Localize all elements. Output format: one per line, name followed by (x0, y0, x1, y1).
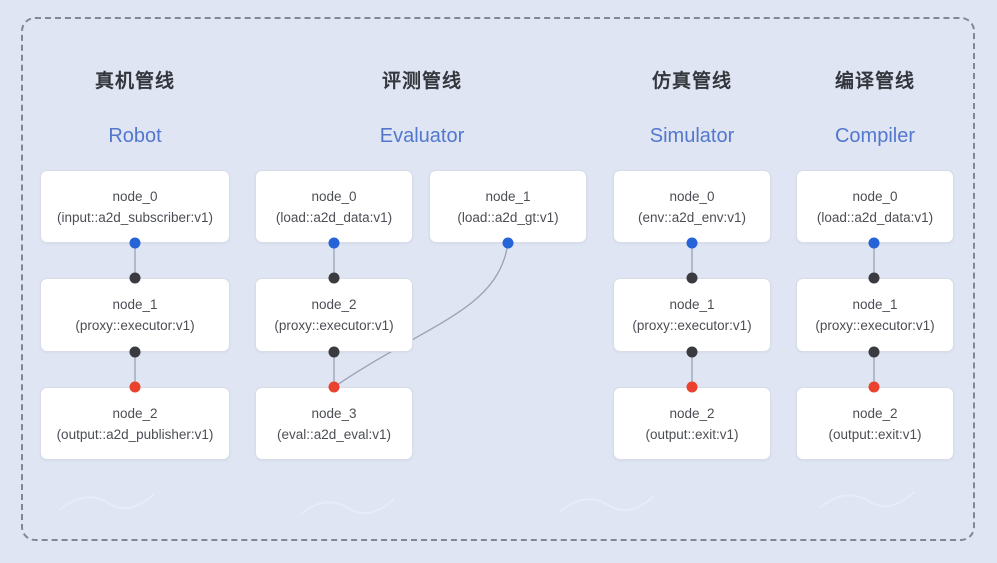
edge-eval-n1-n3-curve (333, 242, 509, 388)
node-name: node_0 (311, 188, 357, 204)
node-sim-node0: node_0 (env::a2d_env:v1) (613, 170, 771, 243)
node-sim-node2: node_2 (output::exit:v1) (613, 387, 771, 460)
pipeline-title-en-simulator: Simulator (649, 125, 735, 147)
node-impl: (eval::a2d_eval:v1) (276, 426, 392, 442)
node-impl: (output::exit:v1) (645, 426, 739, 442)
node-impl: (load::a2d_data:v1) (275, 209, 393, 225)
port-dot-black (328, 346, 340, 358)
port-dot-blue (502, 237, 514, 249)
node-impl: (input::a2d_subscriber:v1) (56, 209, 214, 225)
node-impl: (load::a2d_gt:v1) (457, 209, 559, 225)
node-robot-node2: node_2 (output::a2d_publisher:v1) (40, 387, 230, 460)
pipeline-title-en-compiler: Compiler (834, 125, 916, 147)
node-comp-node2: node_2 (output::exit:v1) (796, 387, 954, 460)
node-name: node_2 (311, 297, 357, 312)
node-name: node_1 (669, 297, 715, 312)
node-eval-node3: node_3 (eval::a2d_eval:v1) (255, 387, 413, 460)
pipeline-title-en-robot: Robot (108, 125, 162, 147)
node-impl: (proxy::executor:v1) (274, 318, 394, 333)
pipeline-title-en-evaluator: Evaluator (379, 125, 465, 147)
node-comp-node0: node_0 (load::a2d_data:v1) (796, 170, 954, 243)
port-dot-blue (129, 237, 141, 249)
node-impl: (env::a2d_env:v1) (637, 209, 747, 225)
node-eval-node2: node_2 (proxy::executor:v1) (255, 278, 413, 352)
watermark-squiggle (819, 491, 915, 509)
watermark-squiggle (59, 493, 155, 511)
port-dot-red (328, 381, 340, 393)
port-dot-blue (868, 237, 880, 249)
pipeline-title-zh-robot: 真机管线 (94, 71, 176, 92)
node-name: node_1 (112, 297, 158, 312)
node-eval-node1: node_1 (load::a2d_gt:v1) (429, 170, 587, 243)
port-dot-blue (686, 237, 698, 249)
node-robot-node0: node_0 (input::a2d_subscriber:v1) (40, 170, 230, 243)
port-dot-black (129, 346, 141, 358)
node-impl: (output::a2d_publisher:v1) (56, 426, 214, 442)
node-name: node_0 (112, 188, 158, 204)
pipeline-title-zh-compiler: 编译管线 (834, 71, 916, 92)
node-impl: (output::exit:v1) (828, 426, 922, 442)
watermark-squiggle (559, 495, 655, 513)
node-name: node_2 (669, 405, 715, 421)
watermark-squiggle (299, 498, 395, 516)
node-name: node_3 (311, 405, 357, 421)
dashed-border-frame (21, 17, 975, 541)
port-dot-blue (328, 237, 340, 249)
node-robot-node1: node_1 (proxy::executor:v1) (40, 278, 230, 352)
port-dot-black (686, 272, 698, 284)
node-name: node_2 (112, 405, 158, 421)
node-name: node_0 (852, 188, 898, 204)
node-name: node_1 (485, 188, 531, 204)
port-dot-red (868, 381, 880, 393)
node-impl: (proxy::executor:v1) (75, 318, 195, 333)
node-impl: (load::a2d_data:v1) (816, 209, 934, 225)
node-impl: (proxy::executor:v1) (815, 318, 935, 333)
port-dot-black (686, 346, 698, 358)
port-dot-black (328, 272, 340, 284)
pipeline-title-zh-simulator: 仿真管线 (651, 71, 733, 92)
port-dot-red (686, 381, 698, 393)
node-name: node_2 (852, 405, 898, 421)
node-name: node_1 (852, 297, 898, 312)
port-dot-black (129, 272, 141, 284)
port-dot-black (868, 346, 880, 358)
port-dot-black (868, 272, 880, 284)
node-sim-node1: node_1 (proxy::executor:v1) (613, 278, 771, 352)
node-name: node_0 (669, 188, 715, 204)
node-eval-node0: node_0 (load::a2d_data:v1) (255, 170, 413, 243)
node-impl: (proxy::executor:v1) (632, 318, 752, 333)
port-dot-red (129, 381, 141, 393)
pipeline-title-zh-evaluator: 评测管线 (381, 71, 463, 92)
node-comp-node1: node_1 (proxy::executor:v1) (796, 278, 954, 352)
